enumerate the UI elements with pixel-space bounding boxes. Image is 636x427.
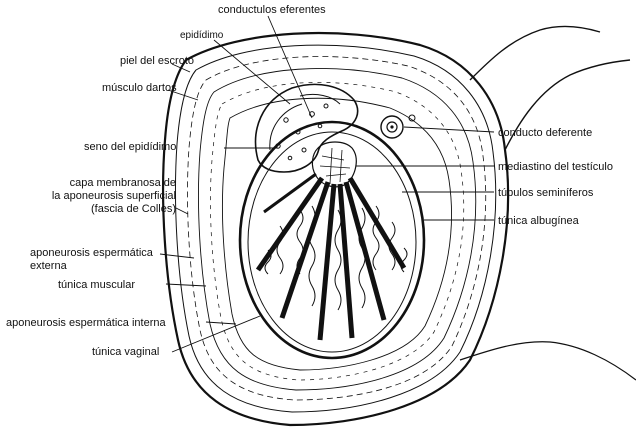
testis-septa <box>258 174 404 340</box>
leader-capa <box>176 208 188 214</box>
label-seno-del-epididimo: seno del epidídimo <box>84 141 176 153</box>
label-aponeurosis-interna: aponeurosis espermática interna <box>6 317 166 329</box>
label-epididimo: epidídimo <box>180 30 224 41</box>
leader-tunica-vaginal <box>172 316 260 352</box>
label-capa-membranosa-line2: la aponeurosis superficial <box>52 190 176 202</box>
scrotal-wall <box>163 33 508 425</box>
leader-conductulos <box>268 16 312 118</box>
label-aponeurosis-externa-line1: aponeurosis espermática <box>30 247 154 259</box>
spermatic-cord-outline <box>460 26 636 380</box>
label-conducto-deferente: conducto deferente <box>498 127 592 139</box>
label-conductulos-eferentes: conductulos eferentes <box>218 4 326 16</box>
label-capa-membranosa-line1: capa membranosa de <box>70 177 176 189</box>
label-tunica-vaginal: túnica vaginal <box>92 346 159 358</box>
seminiferous-tubules <box>265 206 407 310</box>
label-piel-del-escroto: piel del escroto <box>120 55 194 67</box>
epididymis <box>256 84 358 172</box>
leader-tunica-muscular <box>166 284 206 286</box>
label-mediastino-del-testiculo: mediastino del testículo <box>498 161 613 173</box>
label-tunica-albuginea: túnica albugínea <box>498 215 580 227</box>
label-capa-membranosa-line3: (fascia de Colles) <box>91 203 176 215</box>
leader-aponeurosis-int <box>206 322 236 324</box>
label-musculo-dartos: músculo dartos <box>102 82 177 94</box>
label-tunica-muscular: túnica muscular <box>58 279 135 291</box>
label-tubulos-seminiferos: túbulos seminíferos <box>498 187 594 199</box>
leader-conducto-deferente <box>404 127 494 132</box>
label-aponeurosis-externa-line2: externa <box>30 260 68 272</box>
testis <box>240 122 424 358</box>
leader-epididimo <box>214 40 290 104</box>
